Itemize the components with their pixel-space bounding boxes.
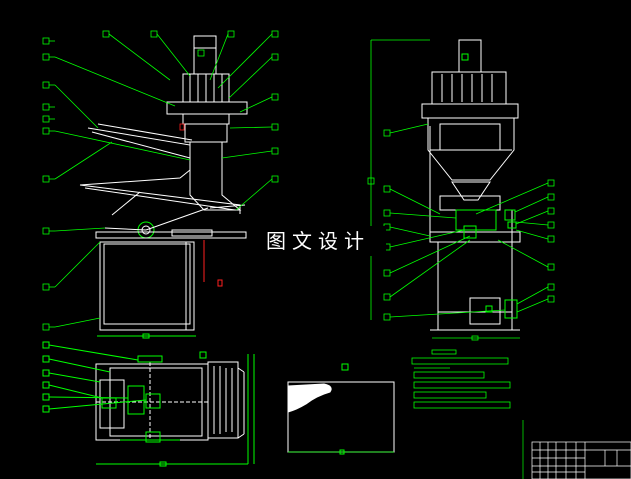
side-housing — [427, 118, 515, 181]
side-elevation-view — [421, 39, 521, 331]
plan-view-highlights — [42, 341, 255, 467]
side-leaders — [367, 39, 555, 341]
front-leaders-left — [42, 30, 279, 331]
front-elevation-view — [79, 35, 248, 339]
technical-requirements-block — [411, 349, 511, 409]
watermark-text: 图文设计 — [250, 226, 386, 256]
detail-view — [287, 363, 395, 455]
title-block — [522, 420, 631, 479]
frame-top-plate — [95, 231, 247, 239]
side-elevation-highlights — [455, 53, 518, 319]
